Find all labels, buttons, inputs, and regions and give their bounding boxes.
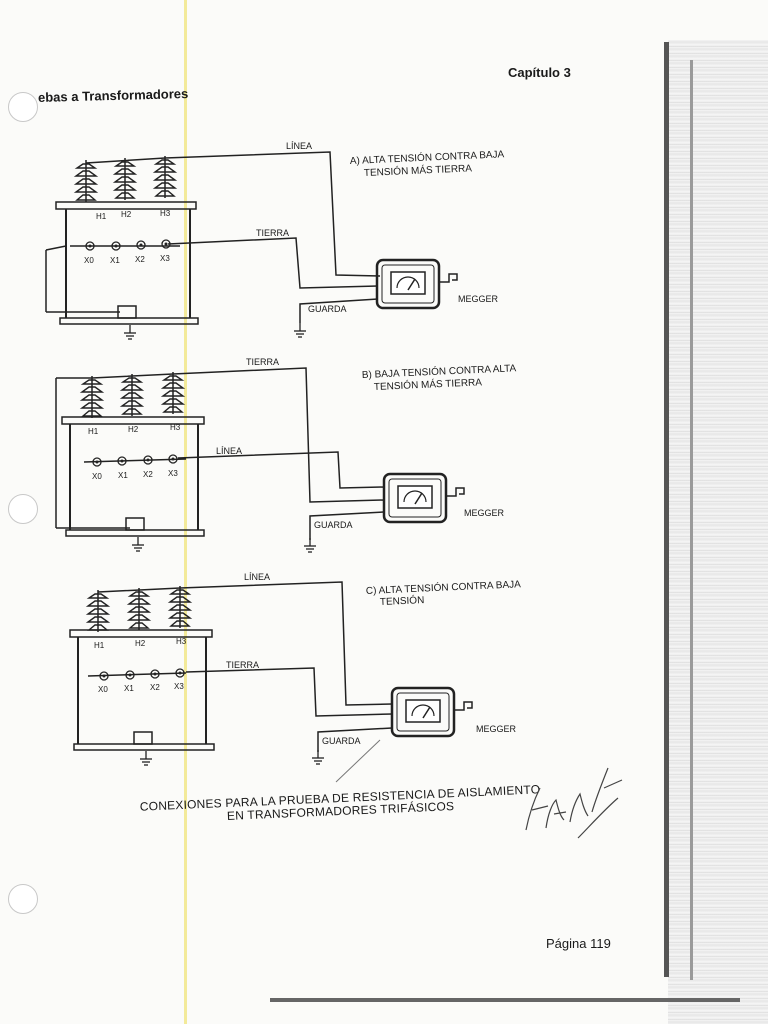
scan-margin: [668, 40, 768, 1024]
top-wire-label: TIERRA: [246, 357, 279, 367]
panel-title: C) ALTA TENSIÓN CONTRA BAJA: [366, 577, 522, 597]
top-wire-label: LÍNEA: [244, 572, 270, 582]
megger-meter-a: [375, 258, 459, 310]
high-terminal-label: H1: [96, 212, 107, 221]
wiring-a: [85, 151, 381, 338]
page-edge: [690, 60, 693, 980]
mid-wire-label: LÍNEA: [216, 446, 242, 456]
low-terminal-label: X1: [124, 684, 134, 693]
low-terminal-label: X3: [160, 254, 170, 263]
page-number: Página 119: [546, 936, 611, 951]
guard-label: GUARDA: [314, 520, 353, 530]
low-terminal-label: X0: [92, 472, 102, 481]
diagram-panel-a: H1 H2 H3 X0 X1 X2 X3 LÍNEA TIERRA GUARDA…: [45, 141, 505, 340]
wiring-c: [97, 581, 393, 783]
megger-meter-c: [390, 686, 474, 738]
low-terminal-label: X2: [143, 470, 153, 479]
mid-wire-label: TIERRA: [226, 660, 259, 670]
low-terminal-label: X2: [150, 683, 160, 692]
low-terminal-label: X0: [84, 256, 94, 265]
megger-meter-b: [382, 472, 466, 524]
diagram-panel-b: H1 H2 H3 X0 X1 X2 X3 TIERRA LÍNEA GUARDA…: [55, 357, 517, 553]
guard-label: GUARDA: [308, 304, 347, 314]
high-terminal-label: H2: [128, 425, 139, 434]
guard-label: GUARDA: [322, 736, 361, 746]
mid-wire-label: TIERRA: [256, 228, 289, 238]
binder-hole: [8, 494, 38, 524]
high-terminal-label: H2: [121, 210, 132, 219]
high-terminal-label: H3: [160, 209, 171, 218]
binder-hole: [8, 884, 38, 914]
page-edge: [270, 998, 740, 1002]
high-terminal-label: H2: [135, 639, 146, 648]
panel-title: TENSIÓN: [380, 593, 425, 608]
transformer-a: [45, 155, 199, 340]
transformer-b: [55, 371, 205, 552]
diagram-panel-c: H1 H2 H3 X0 X1 X2 X3 LÍNEA TIERRA GUARDA…: [69, 572, 522, 783]
highlighter-line: [184, 0, 187, 1024]
low-terminal-label: X3: [168, 469, 178, 478]
low-terminal-label: X3: [174, 682, 184, 691]
high-terminal-label: H3: [170, 423, 181, 432]
page-edge: [664, 42, 669, 977]
megger-label: MEGGER: [476, 724, 517, 734]
handwritten-signature: [525, 767, 623, 839]
binder-hole: [8, 92, 38, 122]
megger-label: MEGGER: [464, 508, 505, 518]
panel-title: A) ALTA TENSIÓN CONTRA BAJA: [350, 147, 505, 167]
low-terminal-label: X1: [118, 471, 128, 480]
low-terminal-label: X2: [135, 255, 145, 264]
transformer-c: [69, 585, 215, 766]
megger-label: MEGGER: [458, 294, 499, 304]
chapter-label: Capítulo 3: [508, 65, 571, 80]
wiring-b: [56, 367, 385, 553]
high-terminal-label: H1: [88, 427, 99, 436]
low-terminal-label: X0: [98, 685, 108, 694]
panel-title: B) BAJA TENSIÓN CONTRA ALTA: [362, 361, 517, 381]
high-terminal-label: H3: [176, 637, 187, 646]
high-terminal-label: H1: [94, 641, 105, 650]
top-wire-label: LÍNEA: [286, 141, 312, 151]
low-terminal-label: X1: [110, 256, 120, 265]
